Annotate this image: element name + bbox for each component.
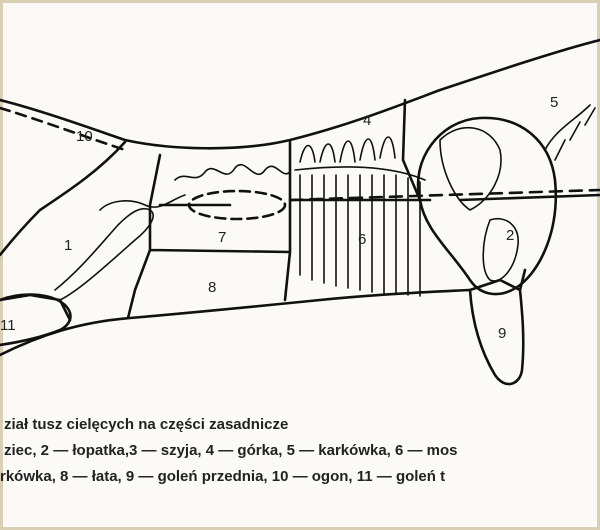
region-number-2: 2 [506, 227, 514, 244]
region-number-1: 1 [64, 237, 72, 254]
region-number-6: 6 [358, 231, 366, 248]
spine-dashed-line [288, 188, 600, 202]
carcass-outline [0, 38, 600, 357]
forelimb-bone [482, 218, 519, 282]
pelvis-bone [99, 194, 186, 211]
foreshank-region [468, 288, 525, 386]
figure-caption: ział tusz cielęcych na części zasadnicze… [0, 412, 600, 490]
caption-line-1: ziec, 2 — łopatka,3 — szyja, 4 — górka, … [4, 442, 458, 459]
vertebrae [174, 136, 396, 181]
region-number-7: 7 [218, 229, 226, 246]
region-number-11: 11 [0, 317, 16, 334]
region-number-4: 4 [363, 112, 371, 129]
shoulder-region [416, 116, 558, 296]
caption-line-2: rkówka, 8 — łata, 9 — goleń przednia, 10… [0, 468, 446, 485]
scapula-bone [439, 126, 502, 211]
region-number-5: 5 [550, 94, 558, 111]
femur-bone [54, 207, 154, 301]
loin-oval [187, 189, 287, 221]
caption-title: ział tusz cielęcych na części zasadnicze [4, 416, 289, 433]
region-number-9: 9 [498, 325, 506, 342]
hindshank-region [0, 293, 72, 347]
tail-line [0, 106, 127, 152]
neck-vertebrae [544, 104, 596, 161]
region-number-8: 8 [208, 279, 216, 296]
ribs [294, 166, 426, 297]
region-number-10: 10 [76, 128, 93, 145]
veal-carcass-diagram: 1 2 4 5 6 7 8 9 10 11 [0, 38, 600, 386]
